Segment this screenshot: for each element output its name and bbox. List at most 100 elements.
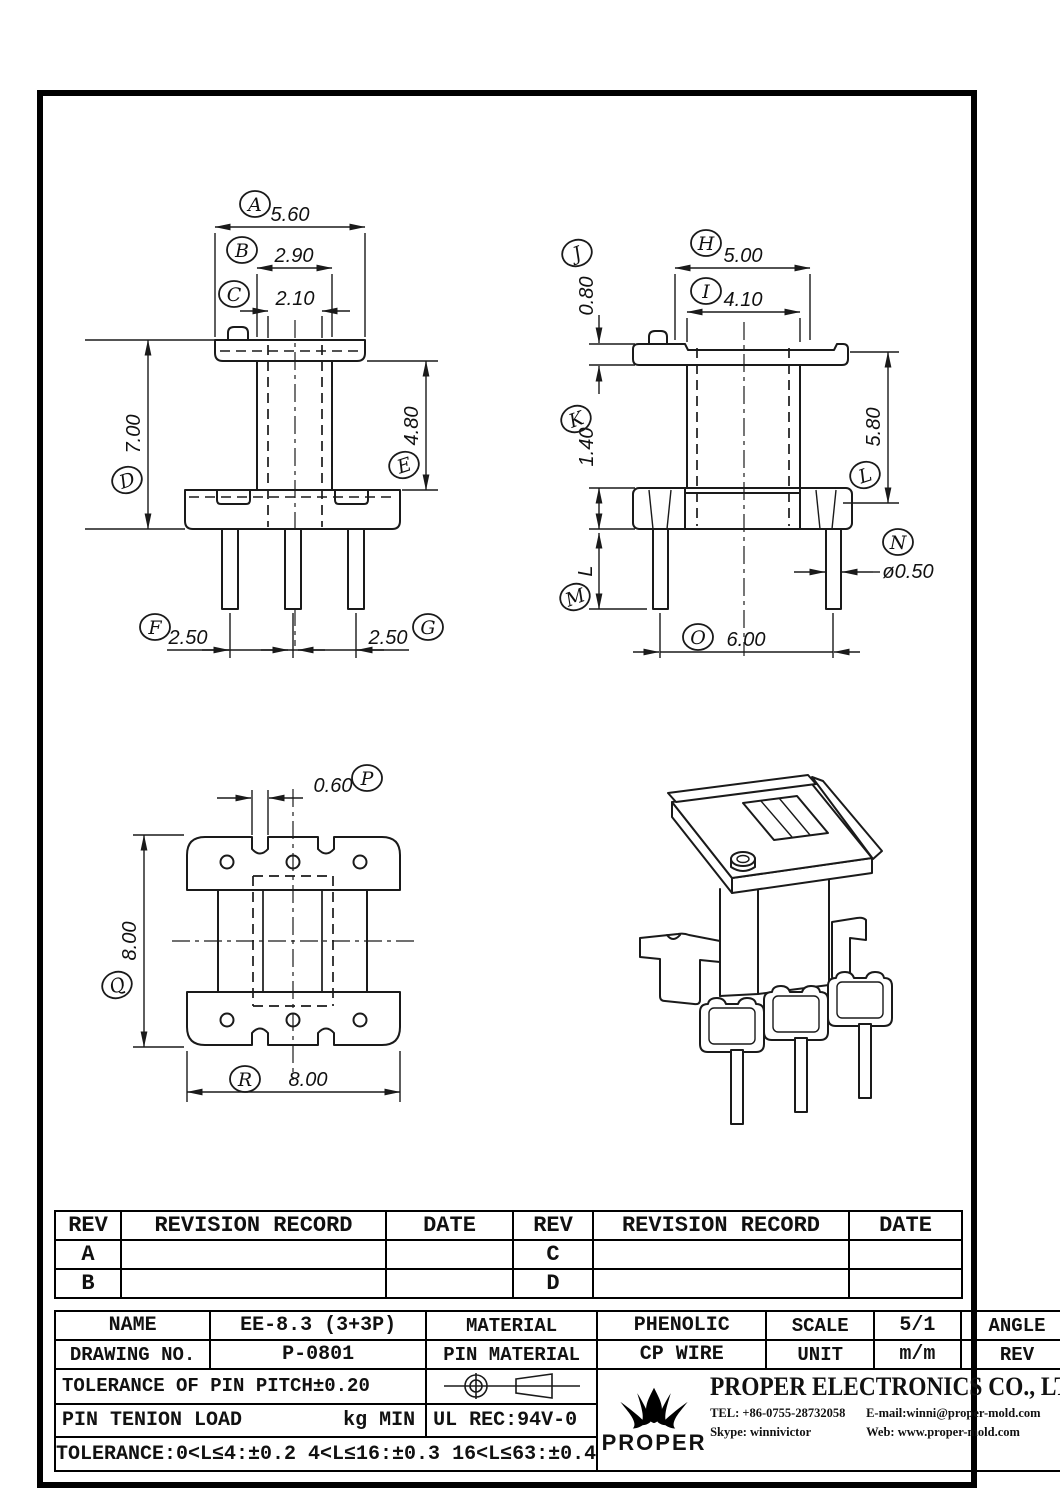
svg-text:J: J — [566, 242, 586, 267]
isometric-view — [639, 774, 893, 1125]
company-cell: PROPER PROPER ELECTRONICS CO., LTD TEL: … — [596, 1368, 1060, 1472]
record-header-left: REVISION RECORD — [120, 1210, 387, 1241]
lotus-logo-icon — [620, 1387, 688, 1429]
balloon-p: P — [351, 764, 383, 792]
balloon-m: M — [559, 582, 591, 612]
balloon-f: F — [139, 613, 171, 641]
balloon-j: J — [561, 238, 593, 268]
drawing-views: 5.60 2.90 2.10 7.00 4.80 — [85, 190, 934, 1125]
svg-text:G: G — [420, 617, 435, 639]
record-cell-b — [120, 1268, 387, 1299]
svg-text:I: I — [701, 281, 710, 303]
front-view: 5.60 2.90 2.10 7.00 4.80 — [85, 190, 444, 658]
name-label: NAME — [53, 1310, 212, 1341]
drawing-no-label: DRAWING NO. — [53, 1339, 212, 1370]
svg-text:E: E — [393, 453, 414, 479]
record-cell-c — [592, 1239, 850, 1270]
svg-text:D: D — [116, 468, 138, 494]
name-value: EE-8.3 (3+3P) — [209, 1310, 428, 1341]
balloon-e: E — [388, 450, 420, 480]
dim-b-value: 2.90 — [274, 245, 314, 267]
dim-e-value: 4.80 — [401, 407, 423, 446]
svg-text:B: B — [234, 240, 249, 262]
svg-text:C: C — [227, 284, 242, 306]
dim-j-value: 0.80 — [576, 277, 598, 316]
unit-value: m/m — [873, 1339, 962, 1370]
date-cell-c — [848, 1239, 963, 1270]
title-block: NAME EE-8.3 (3+3P) MATERIAL PHENOLIC SCA… — [53, 1310, 1060, 1472]
dim-a-value: 5.60 — [271, 204, 310, 226]
dim-o-value: 6.00 — [727, 629, 766, 651]
company-skype: Skype: winnivictor — [710, 1425, 812, 1440]
company-name: PROPER ELECTRONICS CO., LTD — [710, 1372, 1060, 1401]
company-logo: PROPER — [599, 1371, 710, 1456]
scale-value: 5/1 — [873, 1310, 962, 1341]
balloon-c: C — [218, 280, 250, 308]
balloon-n: N — [882, 528, 914, 556]
record-header-right: REVISION RECORD — [592, 1210, 850, 1241]
rev-header-left: REV — [54, 1210, 122, 1241]
dim-l-value: 5.80 — [863, 408, 885, 447]
rev-header-right: REV — [512, 1210, 594, 1241]
date-cell-a — [385, 1239, 514, 1270]
balloon-d: D — [111, 465, 143, 495]
pin-tension-cell: PIN TENION LOAD kg MIN — [53, 1402, 428, 1439]
balloon-i: I — [690, 277, 722, 305]
balloon-a: A — [239, 190, 271, 218]
dim-i-value: 4.10 — [724, 289, 763, 311]
material-value: PHENOLIC — [596, 1310, 768, 1341]
pin-material-value: CP WIRE — [596, 1339, 768, 1370]
dim-m-value: L — [575, 565, 597, 576]
balloon-q: Q — [101, 970, 133, 1000]
side-view: 5.00 4.10 0.80 1.40 L 5.80 — [559, 229, 934, 658]
date-cell-b — [385, 1268, 514, 1299]
svg-text:R: R — [237, 1069, 252, 1091]
rev-label: REV — [959, 1339, 1060, 1370]
ul-rec: UL REC:94V-0 — [425, 1402, 599, 1439]
dim-h-value: 5.00 — [724, 245, 763, 267]
pin-tension-label: PIN TENION LOAD — [62, 1409, 243, 1433]
rev-cell-a: A — [54, 1239, 122, 1270]
company-tel: TEL: +86-0755-28732058 — [710, 1406, 846, 1420]
rev-cell-d: D — [512, 1268, 594, 1299]
dim-g-value: 2.50 — [368, 627, 408, 649]
svg-text:Q: Q — [106, 973, 128, 999]
svg-text:A: A — [246, 194, 262, 216]
svg-text:O: O — [690, 627, 706, 649]
material-label: MATERIAL — [425, 1310, 599, 1341]
svg-text:F: F — [147, 617, 162, 639]
pin-material-label: PIN MATERIAL — [425, 1339, 599, 1370]
svg-text:P: P — [360, 768, 375, 790]
rev-cell-b: B — [54, 1268, 122, 1299]
unit-label: UNIT — [765, 1339, 876, 1370]
svg-text:L: L — [855, 464, 875, 489]
dim-q-value: 8.00 — [119, 922, 141, 961]
company-web: Web: www.proper-mold.com — [866, 1425, 1020, 1440]
balloon-h: H — [690, 229, 722, 257]
dim-d-value: 7.00 — [123, 415, 145, 454]
company-email: E-mail:winni@proper-mold.com — [866, 1406, 1041, 1420]
balloon-r: R — [229, 1065, 261, 1093]
svg-text:H: H — [697, 233, 715, 255]
pin-tension-unit: kg MIN — [343, 1409, 416, 1433]
drawing-frame — [37, 90, 977, 1488]
date-header-right: DATE — [848, 1210, 963, 1241]
top-view: 0.60 8.00 8.00 P Q R — [101, 764, 415, 1102]
revision-table: REV REVISION RECORD DATE REV REVISION RE… — [54, 1210, 963, 1299]
projection-symbol-cell — [425, 1368, 599, 1405]
first-angle-projection-icon — [443, 1373, 580, 1400]
angle-label: ANGLE — [959, 1310, 1060, 1341]
dim-c-value: 2.10 — [275, 288, 315, 310]
scale-label: SCALE — [765, 1310, 876, 1341]
record-cell-d — [592, 1268, 850, 1299]
balloon-o: O — [682, 623, 714, 651]
dim-p-value: 0.60 — [314, 775, 353, 797]
rev-cell-c: C — [512, 1239, 594, 1270]
dim-k-value: 1.40 — [576, 428, 598, 467]
record-cell-a — [120, 1239, 387, 1270]
dim-n-value: ø0.50 — [882, 561, 933, 583]
tolerance-pin-pitch: TOLERANCE OF PIN PITCH±0.20 — [53, 1368, 428, 1405]
date-header-left: DATE — [385, 1210, 514, 1241]
drawing-no-value: P-0801 — [209, 1339, 428, 1370]
